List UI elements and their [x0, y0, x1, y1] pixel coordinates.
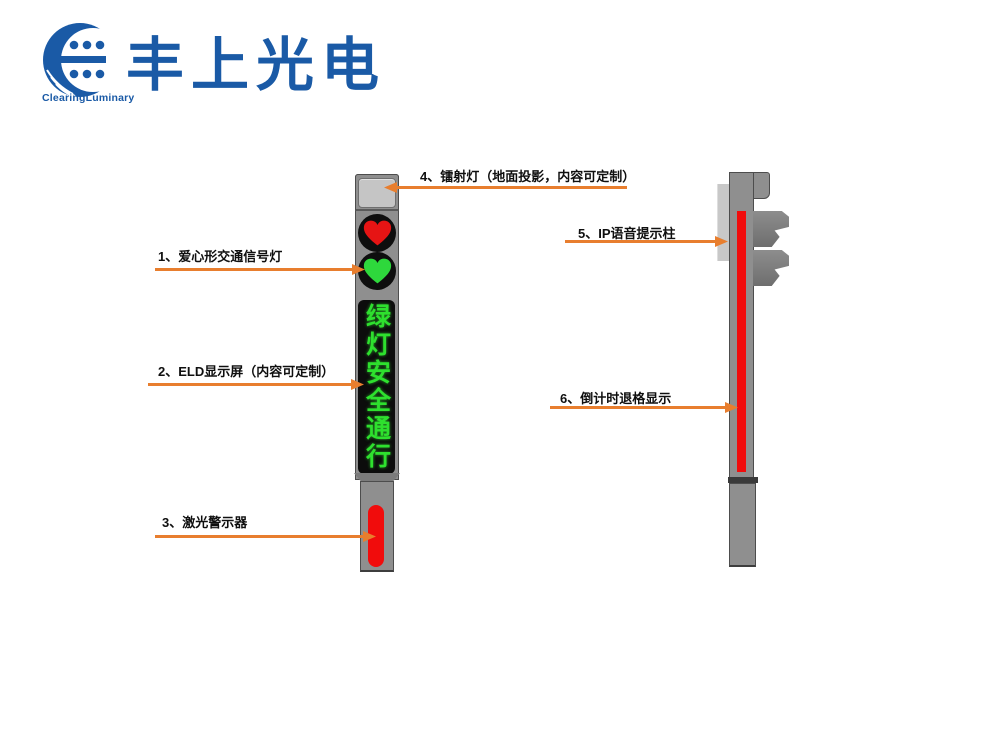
annotation-2-arrow-icon — [351, 379, 364, 390]
annotation-3-line — [155, 535, 364, 538]
annotation-2-line — [148, 383, 352, 386]
annotation-1-line — [155, 268, 353, 271]
side-pole-lower — [729, 483, 756, 567]
annotation-2-label: 2、ELD显示屏（内容可定制） — [158, 364, 335, 379]
annotation-5-line — [565, 240, 716, 243]
led-display: 绿灯安全通行 — [358, 300, 395, 474]
annotation-1-label: 1、爱心形交通信号灯 — [158, 249, 283, 264]
brand-header: 丰上光电 ClearingLuminary — [0, 0, 450, 110]
red-heart-icon — [363, 220, 391, 246]
annotation-4-label: 4、镭射灯（地面投影，内容可定制） — [420, 169, 636, 184]
green-heart-signal — [358, 252, 396, 290]
annotation-6-label: 6、倒计时退格显示 — [560, 391, 672, 406]
front-pole-taper — [354, 473, 400, 482]
annotation-5-arrow-icon — [715, 236, 728, 247]
side-visor-bottom — [753, 250, 789, 286]
green-heart-icon — [363, 258, 391, 284]
annotation-3-label: 3、激光警示器 — [162, 515, 248, 530]
annotation-5-label: 5、IP语音提示柱 — [578, 226, 676, 241]
side-pole-cap — [753, 172, 770, 199]
countdown-strip — [737, 211, 746, 472]
annotation-6-line — [550, 406, 726, 409]
lidar-window — [358, 178, 396, 208]
red-heart-signal — [358, 214, 396, 252]
annotation-3-arrow-icon — [363, 531, 376, 542]
brand-logo-icon — [43, 23, 120, 99]
brand-name: 丰上光电 — [126, 33, 387, 98]
annotation-6-arrow-icon — [725, 402, 738, 413]
side-pole-seam — [728, 477, 758, 483]
annotation-4-line — [396, 186, 627, 189]
led-display-text: 绿灯安全通行 — [362, 303, 391, 471]
annotation-4-arrow-icon — [384, 182, 397, 193]
brand-subtitle: ClearingLuminary — [42, 92, 135, 104]
annotation-1-arrow-icon — [352, 264, 365, 275]
side-visor-top — [753, 211, 789, 247]
laser-strip — [368, 505, 384, 567]
